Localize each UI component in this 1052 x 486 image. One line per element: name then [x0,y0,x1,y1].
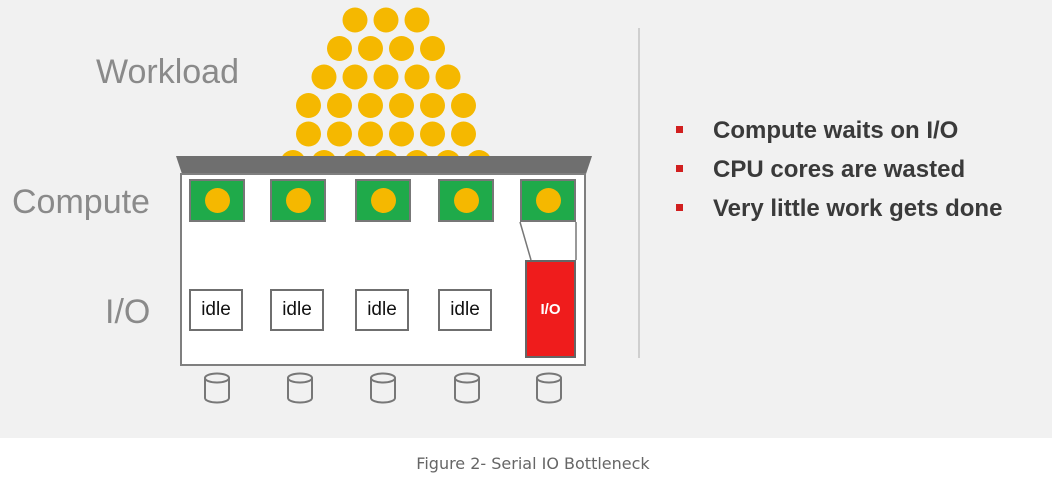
compute-label: Compute [12,183,150,221]
cpu-core [355,179,411,222]
workload-ball [327,121,352,147]
workload-ball [358,36,383,61]
workload-ball [296,121,321,147]
workload-ball [342,64,368,90]
bullet-item: CPU cores are wasted [675,156,1002,195]
cpu-core [520,179,576,222]
server-lid [176,156,592,174]
workload-ball [373,7,399,33]
bullet-list: Compute waits on I/O CPU cores are waste… [675,117,1002,234]
bullet-text: CPU cores are wasted [713,156,966,183]
workload-ball [311,64,337,90]
workload-ball [404,64,430,90]
workload-ball [327,93,352,118]
disk-icon [454,372,480,404]
workload-ball [404,7,430,33]
workload-ball [451,121,476,147]
cpu-core [438,179,494,222]
disk-icon [536,372,562,404]
idle-io-box: idle [270,289,324,331]
cpu-core [189,179,245,222]
workload-ball [342,7,368,33]
io-label: I/O [105,293,151,331]
bullet-square-icon [676,204,683,211]
workload-ball [420,121,445,147]
workload-ball [420,93,445,118]
workload-ball [451,93,476,118]
core-io-connector [519,221,577,261]
bullet-text: Compute waits on I/O [713,117,959,144]
idle-io-box: idle [189,289,243,331]
active-io-box: I/O [525,260,576,358]
bullet-square-icon [676,126,683,133]
task-dot [535,188,561,213]
figure-caption: Figure 2- Serial IO Bottleneck [416,454,650,473]
cpu-core [270,179,326,222]
vertical-divider [638,28,640,358]
task-dot [370,188,396,213]
disk-icon [204,372,230,404]
task-dot [453,188,479,213]
bullet-item: Compute waits on I/O [675,117,1002,156]
workload-ball [420,36,445,61]
task-dot [204,188,230,213]
workload-ball [389,93,414,118]
bullet-text: Very little work gets done [713,195,1003,222]
workload-ball [358,93,383,118]
bullet-item: Very little work gets done [675,195,1002,234]
bullet-square-icon [676,165,683,172]
workload-ball [327,36,352,61]
idle-io-box: idle [355,289,409,331]
disk-icon [370,372,396,404]
disk-icon [287,372,313,404]
diagram-slide: Workload Compute I/O idle idle idle idle… [0,0,1052,438]
workload-label: Workload [96,53,239,91]
task-dot [285,188,311,213]
workload-ball [435,64,461,90]
workload-ball [389,121,414,147]
workload-ball [358,121,383,147]
workload-ball [296,93,321,118]
workload-ball [389,36,414,61]
workload-ball [373,64,399,90]
idle-io-box: idle [438,289,492,331]
